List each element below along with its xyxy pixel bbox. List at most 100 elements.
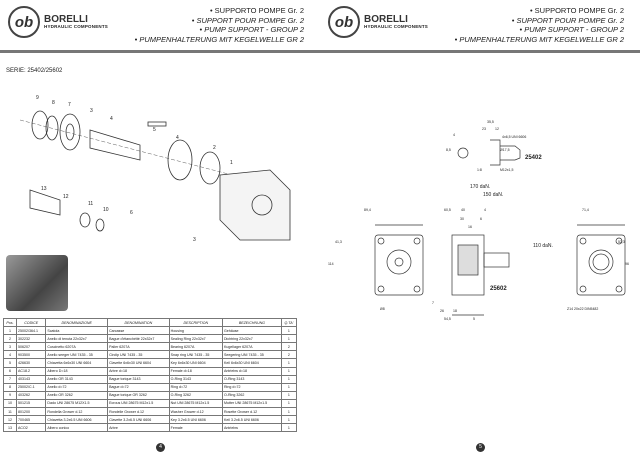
dim: 41,3 [335,240,342,244]
table-cell: Bearing 6207A [168,342,223,352]
table-cell: Key 3.2x6.5 UNI 6606 [168,415,223,425]
col-pos: Pos. [2,317,18,328]
callout-2: 2 [213,145,216,151]
load-110: 110 daN. [533,243,553,249]
callout-3b: 3 [193,237,196,243]
table-cell: 403143 [16,374,47,384]
title-en: • PUMP SUPPORT - GROUP 2 [519,25,624,34]
table-cell: Rondella Grower d.12 [45,407,109,417]
table-cell: Arbre d=18 [107,366,170,376]
page-number: 4 [156,443,165,452]
logo-mark: ob [328,6,360,38]
model-25402: 25402 [525,155,542,161]
callout-4: 4 [110,116,113,122]
table-cell: 506207 [16,342,47,352]
brand-name: BORELLI [44,13,88,25]
table-cell: 2 [2,334,18,344]
table-cell: Nut UNI 28675 M12x1.5 [168,398,223,409]
callout-1: 1 [230,160,233,166]
table-cell: Kugellager 6207A [221,342,282,352]
table-cell: 2 [280,342,298,352]
dim: 4 [484,208,486,212]
dim: Ø17,5 [500,148,510,152]
table-cell: O-Ring 3143 [221,374,282,384]
table-cell: Scatola [45,326,109,336]
dim: 4x6,5 UNI 6606 [502,135,527,139]
table-cell: Mutter UNI 28675 M12x1.5 [221,398,282,409]
dim: 6 [480,217,482,221]
table-cell: Albero D=18 [45,366,109,376]
table-cell: 11 [2,407,18,417]
table-cell: 1 [280,415,298,425]
table-cell: 25002/C.1 [16,382,47,392]
exploded-view-drawing [19,110,291,241]
table-cell: Palier 6207A [107,342,170,352]
table-cell: O-Ring 3262 [168,390,223,400]
table-cell: ACO2 [16,423,47,433]
col-denominazione: DENOMINAZIONE [45,317,109,328]
table-cell: 12 [2,415,18,425]
model-25602: 25602 [490,286,507,292]
brand-tagline: HYDRAULIC COMPONENTS [364,23,429,29]
callout-12: 12 [63,194,69,200]
callout-6: 6 [130,210,133,216]
dimension-drawing [374,139,626,316]
table-cell: 10 [2,398,18,409]
table-cell: 2 [280,350,298,360]
table-cell: 1 [280,374,298,384]
table-cell: Dichtring 22x32x7 [221,334,282,344]
title-de: • PUMPENHALTERUNG MIT KEGELWELLE GR 2 [454,34,624,44]
table-cell: Antriebw [221,423,282,433]
table-cell: 403262 [16,390,47,400]
table-cell: 9 [2,390,18,400]
table-cell: 1 [280,326,298,336]
table-cell: Carcasse [107,326,170,336]
table-cell: Chiavetta 3.2x6.5 UNI 6606 [45,415,109,425]
dim: 26 [440,309,444,313]
table-cell: 1 [2,326,18,336]
logo-mark: ob [8,6,40,38]
table-cell: Keil 3.2x6.5 UNI 6606 [221,415,282,425]
serie-label: SERIE: 25402/25602 [6,68,63,74]
dim: 23 [482,127,486,131]
table-cell: Anello d=72 [45,382,109,392]
callout-3: 3 [90,108,93,114]
dim: 114 [328,262,334,266]
dim: 7 [432,301,434,305]
table-cell: Bague torique OR 3262 [107,390,170,400]
dim: 60,5 [444,208,451,212]
table-cell: Anello seeger UNI 7435 - 35 [45,350,109,360]
table-cell: Circlip UNI 7435 - 35 [107,350,170,360]
callout-7: 7 [68,102,71,108]
col-denomination: DENOMINATION [107,317,170,328]
dim: 52,3 [618,240,625,244]
table-cell: Clavette 3.2x6.5 UNI 6606 [107,415,170,425]
col-codice: CODICE [16,317,47,328]
table-cell: Bague d'étanchéité 22x32x7 [107,334,170,344]
header-rule [0,50,320,53]
table-cell: 5 [2,358,18,368]
table-cell: 7 [2,374,18,384]
parts-table: Pos. CODICE DENOMINAZIONE DENOMINATION D… [2,317,298,433]
table-cell: Seegering UNI 7435 - 35 [221,350,282,360]
table-cell: 1 [280,390,298,400]
brand-tagline: HYDRAULIC COMPONENTS [44,23,109,29]
callout-10: 10 [103,207,109,213]
dim: M12x1,5 [500,168,514,172]
table-cell: 8 [2,382,18,392]
table-cell: 801200 [16,407,47,417]
dim: 89,4 [364,208,371,212]
callout-11: 11 [88,201,94,207]
dim: 8,5 [446,148,451,152]
title-de: • PUMPENHALTERUNG MIT KEGELWELLE GR 2 [134,34,304,44]
